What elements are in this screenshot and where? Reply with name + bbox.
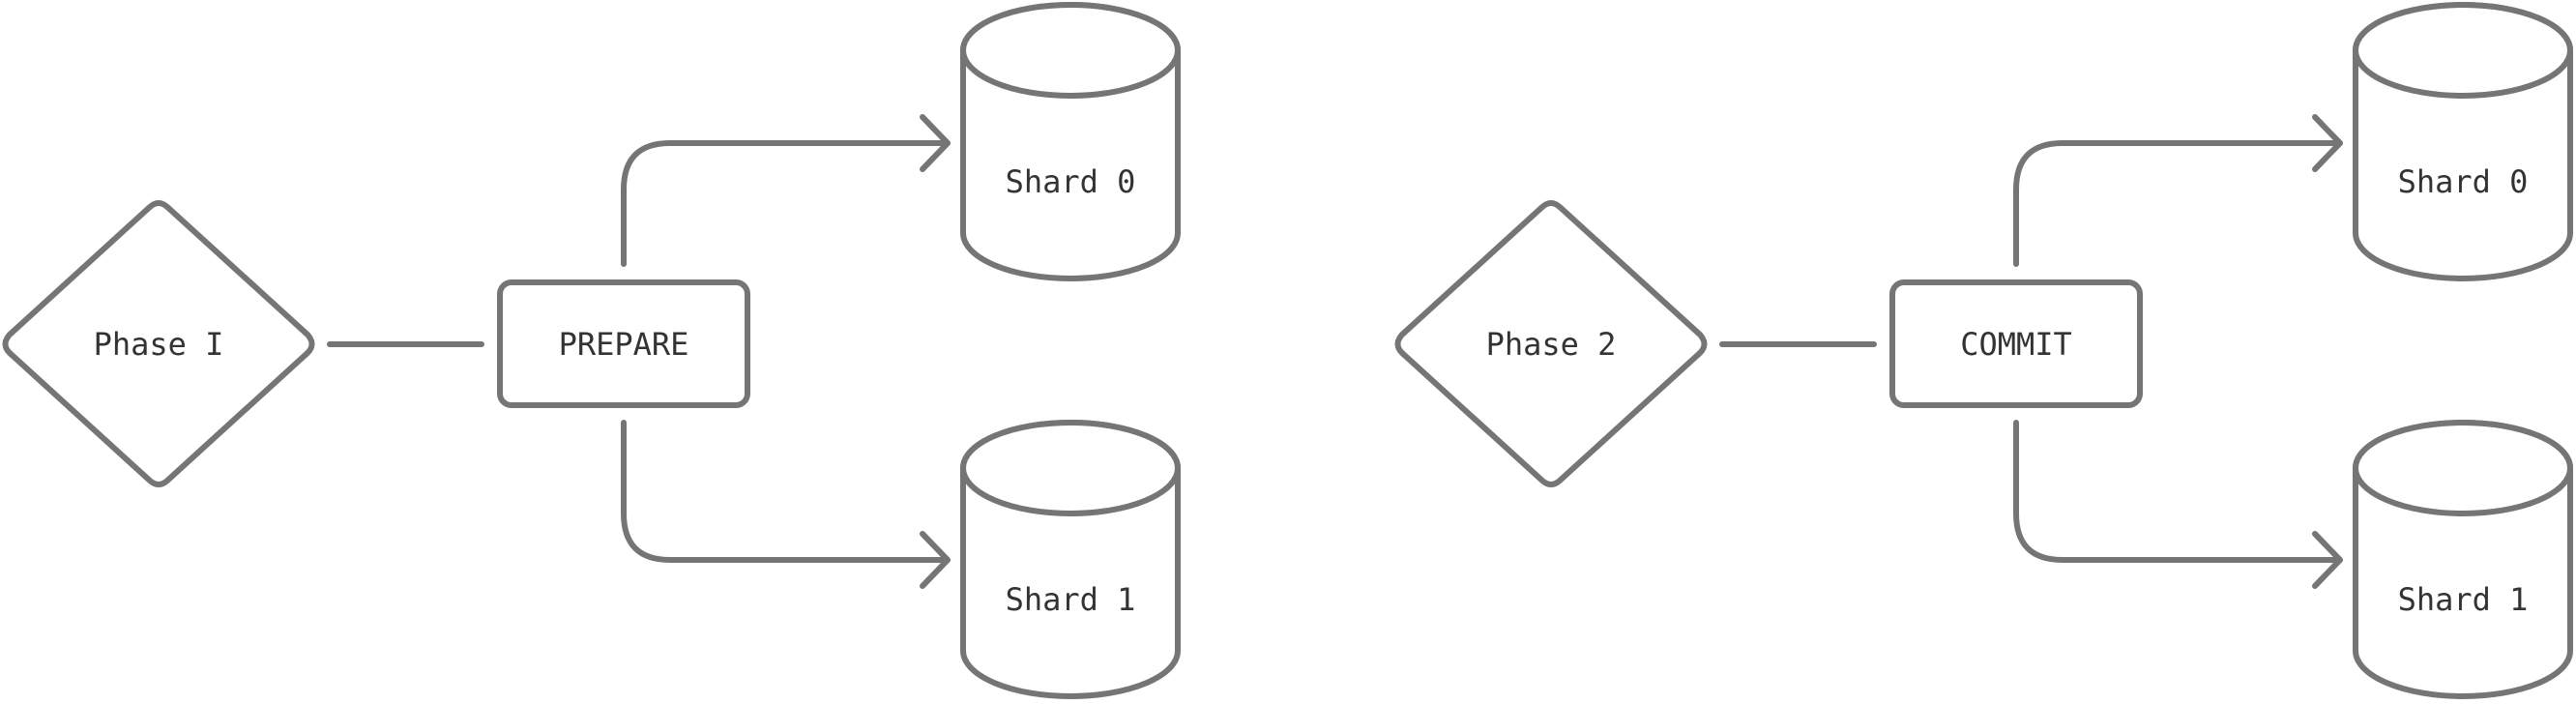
arrow-to-shard1-p2 — [2013, 420, 2343, 563]
prepare-box — [497, 279, 750, 408]
arrowhead-shard0-p1 — [920, 114, 951, 172]
phase1-group: Phase I PREPARE Shard 0 Shard 1 — [2, 2, 1181, 699]
commit-box — [1889, 279, 2143, 408]
arrow-to-shard0-p2 — [2013, 140, 2343, 267]
shard1-cylinder-p1: Shard 1 — [960, 420, 1181, 699]
phase2-diamond — [1394, 200, 1708, 487]
phase2-label: Phase 2 — [1486, 326, 1617, 363]
phase2-group: Phase 2 COMMIT Shard 0 Shard 1 — [1394, 2, 2573, 699]
shard0-label-p2: Shard 0 — [2398, 163, 2529, 200]
shard1-label-p2: Shard 1 — [2398, 581, 2529, 618]
arrow-to-shard0-p1 — [621, 140, 951, 267]
prepare-label: PREPARE — [559, 326, 689, 363]
arrow-to-shard1-p1 — [621, 420, 951, 563]
arrowhead-shard1-p2 — [2312, 531, 2343, 589]
shard1-label-p1: Shard 1 — [1006, 581, 1136, 618]
commit-label: COMMIT — [1960, 326, 2072, 363]
shard0-label-p1: Shard 0 — [1006, 163, 1136, 200]
arrowhead-shard1-p1 — [920, 531, 951, 589]
shard0-cylinder-p1: Shard 0 — [960, 2, 1181, 281]
phase1-diamond — [2, 200, 315, 487]
shard1-cylinder-p2: Shard 1 — [2353, 420, 2573, 699]
shard0-cylinder-p2: Shard 0 — [2353, 2, 2573, 281]
phase1-label: Phase I — [94, 326, 224, 363]
arrowhead-shard0-p2 — [2312, 114, 2343, 172]
